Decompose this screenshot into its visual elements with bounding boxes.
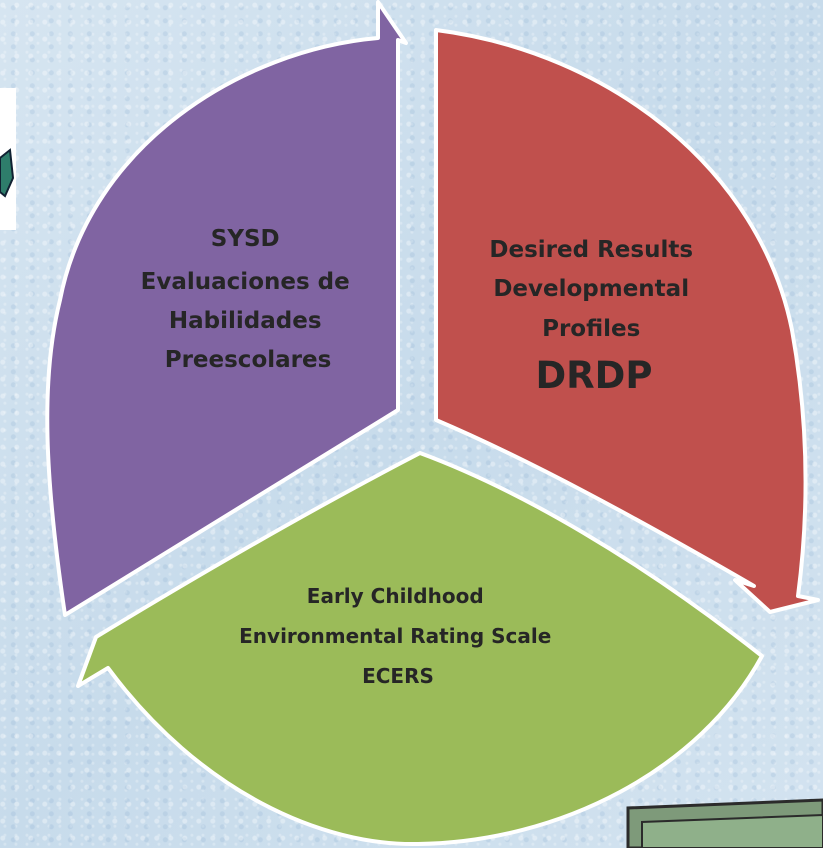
segment-sysd: SYSD Evaluaciones de Habilidades Preesco… — [45, 0, 408, 617]
segment-drdp-label: Desired Results Developmental Profiles D… — [489, 237, 698, 397]
clipart-fragment-left — [0, 88, 16, 230]
sysd-line-4: Preescolares — [165, 347, 332, 373]
sysd-line-2: Evaluaciones de — [141, 269, 350, 295]
segment-sysd-shape — [45, 0, 408, 617]
drdp-line-2: Developmental — [493, 276, 689, 302]
segment-ecers-label: Early Childhood Environmental Rating Sca… — [239, 584, 557, 688]
drdp-line-3: Profiles — [542, 316, 640, 342]
segment-ecers: Early Childhood Environmental Rating Sca… — [76, 451, 764, 847]
ecers-line-2: Environmental Rating Scale — [239, 624, 551, 648]
segment-drdp-shape — [434, 28, 820, 614]
ecers-line-3: ECERS — [362, 664, 434, 688]
segment-ecers-shape — [76, 451, 764, 847]
drdp-line-1: Desired Results — [489, 237, 693, 263]
segment-drdp: Desired Results Developmental Profiles D… — [434, 28, 820, 614]
segment-sysd-label: SYSD Evaluaciones de Habilidades Preesco… — [141, 226, 356, 373]
chalkboard-fragment — [626, 798, 823, 848]
sysd-line-1: SYSD — [211, 226, 280, 252]
drdp-acronym: DRDP — [535, 354, 652, 397]
sysd-line-3: Habilidades — [169, 308, 322, 334]
ecers-line-1: Early Childhood — [307, 584, 484, 608]
